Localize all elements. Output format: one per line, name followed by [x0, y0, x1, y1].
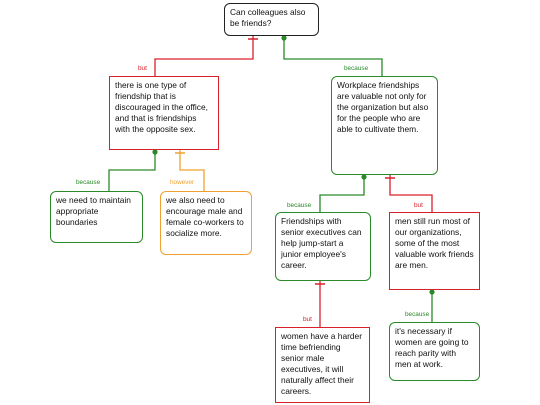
label-because-3: because [287, 202, 312, 209]
dot-marker-because-4 [429, 289, 435, 295]
node-root-question[interactable]: Can colleagues also be friends? [224, 3, 319, 36]
label-but-1: but [138, 65, 147, 72]
label-because-2: because [76, 179, 101, 186]
label-however: however [170, 179, 195, 186]
node-opposite-sex[interactable]: there is one type of friendship that is … [109, 76, 219, 150]
node-workplace-valuable[interactable]: Workplace friendships are valuable not o… [331, 76, 438, 175]
node-women-harder[interactable]: women have a harder time befriending sen… [275, 327, 370, 403]
node-men-run[interactable]: men still run most of our organizations,… [389, 212, 480, 290]
node-encourage[interactable]: we also need to encourage male and femal… [160, 191, 252, 255]
label-but-2: but [414, 202, 423, 209]
link-valuable-to-root [283, 36, 383, 76]
node-boundaries[interactable]: we need to maintain appropriate boundari… [50, 191, 143, 243]
node-parity[interactable]: it's necessary if women are going to rea… [389, 322, 480, 381]
dot-marker-because-3 [361, 174, 367, 180]
label-because-4: because [405, 311, 430, 318]
label-but-3: but [303, 316, 312, 323]
node-senior-executives[interactable]: Friendships with senior executives can h… [275, 212, 371, 281]
link-encourage-to-opposite-sex [179, 150, 205, 191]
dot-marker-because-2 [152, 149, 158, 155]
link-boundaries-to-opposite-sex [108, 150, 156, 191]
link-senior-to-valuable [319, 175, 365, 212]
label-because-1: because [344, 65, 369, 72]
link-opposite-sex-to-root [154, 36, 254, 76]
link-men-run-to-valuable [389, 175, 433, 212]
dot-marker-because-1 [281, 35, 287, 41]
